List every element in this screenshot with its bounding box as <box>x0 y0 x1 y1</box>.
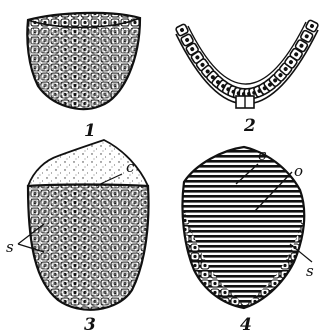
figure-3-label-s: s <box>6 238 14 256</box>
figure-4-label-s: s <box>306 262 314 280</box>
figure-1-colony <box>20 10 150 120</box>
figure-4-label-o: o <box>294 162 303 180</box>
figure-2-cell-chain <box>175 20 318 108</box>
figure-2-number: 2 <box>243 116 256 136</box>
figure-4-label-c: c <box>258 146 267 164</box>
figure-1-number: 1 <box>84 121 96 141</box>
figure-3-number: 3 <box>84 315 96 335</box>
figure-4-number: 4 <box>240 315 252 335</box>
figure-3-colony <box>18 140 160 320</box>
figure-3-label-c: c <box>126 158 135 176</box>
